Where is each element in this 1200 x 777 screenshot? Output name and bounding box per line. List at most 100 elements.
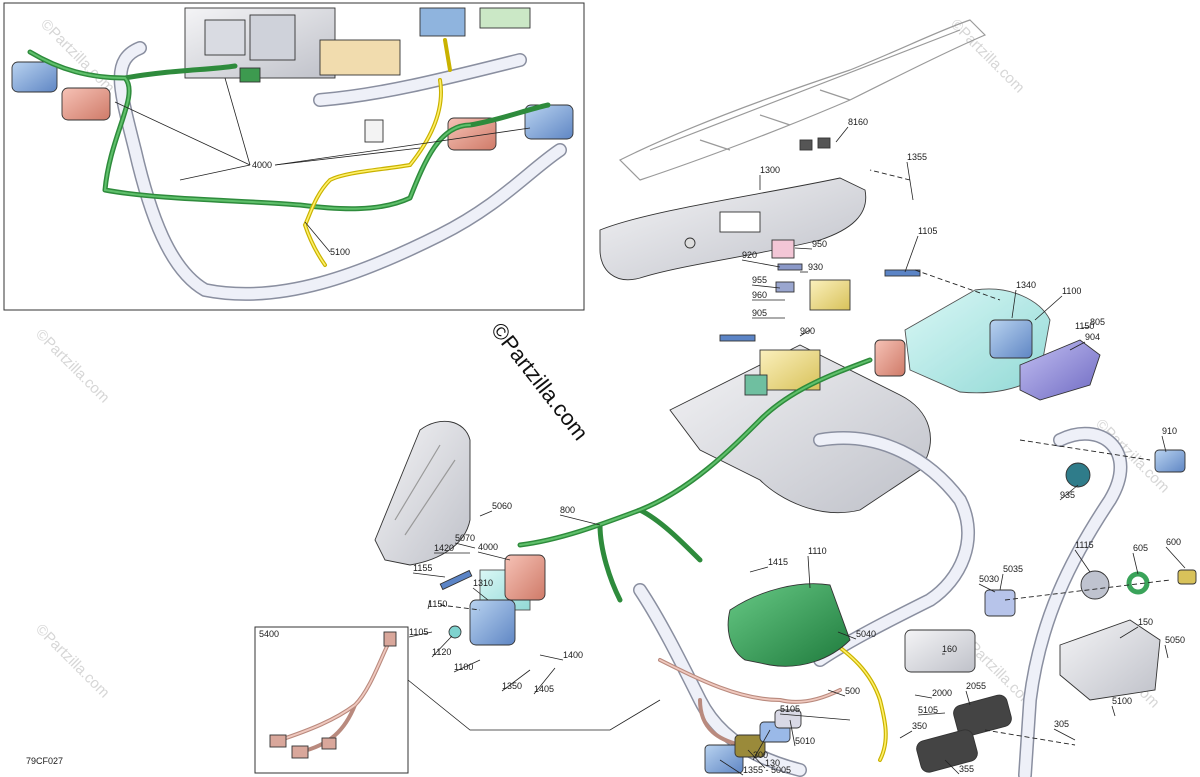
battery-600 xyxy=(727,583,851,667)
callout-1415: 1415 xyxy=(768,557,788,567)
callout-leader xyxy=(1111,705,1116,717)
watermark: ©Partzilla.com xyxy=(32,621,113,702)
callout-5105: 5105 xyxy=(918,705,938,715)
callout-leader xyxy=(1053,728,1076,741)
callout-leader xyxy=(914,694,933,699)
callout-leader xyxy=(1074,549,1091,573)
callout-leader xyxy=(431,635,453,658)
callout-1100: 1100 xyxy=(1062,286,1081,296)
callout-leader xyxy=(837,631,857,640)
callout-1120: 1120 xyxy=(432,647,451,657)
callout-leader xyxy=(408,631,433,638)
callout-leader xyxy=(1034,295,1063,321)
callout-2055: 2055 xyxy=(966,681,986,691)
callout-1310: 1310 xyxy=(473,578,493,588)
callout-leader xyxy=(741,259,781,268)
callout-leader xyxy=(794,247,813,250)
connector-150 xyxy=(984,589,1016,617)
callout-900: 900 xyxy=(800,326,815,336)
relay-950 xyxy=(771,239,795,259)
callout-935: 935 xyxy=(1060,490,1075,500)
callout-leader xyxy=(1081,326,1091,329)
grommet-1405 xyxy=(448,625,462,639)
callout-leader xyxy=(1119,626,1139,639)
inset-frame xyxy=(3,2,585,311)
callout-920: 920 xyxy=(742,250,757,260)
callout-leader xyxy=(807,555,811,589)
watermark: ©Partzilla.com xyxy=(32,326,113,407)
bracket-955 xyxy=(775,281,795,293)
callout-1110: 1110 xyxy=(808,546,827,556)
callout-leader xyxy=(454,542,476,549)
callout-1400: 1400 xyxy=(563,650,583,660)
light-module-left xyxy=(11,61,58,93)
connector-110 xyxy=(704,744,744,774)
module-1100-right xyxy=(989,319,1033,359)
callout-leader xyxy=(1132,552,1139,575)
callout-leader xyxy=(779,713,851,721)
switch-5030 xyxy=(1080,570,1110,600)
callout-605: 605 xyxy=(1133,543,1148,553)
module-1100-left xyxy=(469,599,516,646)
harness-5400-inset: 5400 xyxy=(254,626,661,774)
callout-leader xyxy=(899,730,913,739)
callout-1155: 1155 xyxy=(413,563,432,573)
upper-frame-rail xyxy=(618,19,987,181)
callout-1300: 1300 xyxy=(760,165,780,175)
fuse-box-930 xyxy=(809,279,851,311)
callout-1405: 1405 xyxy=(534,684,554,694)
callout-leader xyxy=(719,759,744,776)
callout-leader xyxy=(749,566,769,573)
callout-905: 905 xyxy=(752,308,767,318)
callout-800: 800 xyxy=(560,505,575,515)
callout-leader xyxy=(472,587,489,601)
callout-leader xyxy=(477,551,511,561)
callout-2000: 2000 xyxy=(932,688,952,698)
callout-930: 930 xyxy=(808,262,823,272)
figure-code: 79CF027 xyxy=(26,756,63,766)
callout-300: 300 xyxy=(753,750,768,760)
callout-leader xyxy=(559,514,601,526)
callout-leader xyxy=(999,573,1004,591)
callout-150: 150 xyxy=(1138,617,1153,627)
callout-leader xyxy=(412,572,446,578)
callout-1420: 1420 xyxy=(434,543,454,553)
callout-leader xyxy=(827,689,846,697)
callout-leader xyxy=(1161,435,1167,453)
callout-1340: 1340 xyxy=(1016,280,1036,290)
callout-600: 600 xyxy=(1166,537,1181,547)
bracket-904 xyxy=(719,334,756,342)
callout-5060: 5060 xyxy=(492,501,512,511)
callout-leader xyxy=(1069,341,1086,351)
headlight-1310 xyxy=(374,420,471,566)
callout-leader xyxy=(752,729,771,761)
module-1150-left xyxy=(504,554,546,601)
callout-leader xyxy=(904,235,919,273)
callout-leader xyxy=(1164,644,1169,659)
callout-leader xyxy=(1165,546,1186,569)
socket-5070 xyxy=(1065,462,1091,488)
callout-1105: 1105 xyxy=(409,627,428,637)
callout-leader xyxy=(453,659,481,673)
callout-leader xyxy=(533,667,556,695)
inset-frame-small xyxy=(254,626,409,774)
callout-leader xyxy=(1059,484,1079,501)
callout-5035: 5035 xyxy=(1003,564,1023,574)
callout-904: 904 xyxy=(1085,332,1100,342)
callout-160: 160 xyxy=(942,644,957,654)
socket-5060 xyxy=(1154,449,1186,473)
callout-5050: 5050 xyxy=(1165,635,1185,645)
callout-leader xyxy=(479,510,493,517)
watermark: ©Partzilla.com xyxy=(947,16,1028,97)
callout-1115: 1115 xyxy=(1075,540,1094,550)
callout-5100: 5100 xyxy=(1112,696,1132,706)
callout-leader xyxy=(978,583,996,593)
callout-leader xyxy=(906,161,914,201)
callout-1355-5005: 1355 - 5005 xyxy=(743,765,791,775)
callout-leader xyxy=(965,690,971,706)
explode-lines xyxy=(439,169,1171,746)
harness-routing-inset: 4000 5100 xyxy=(3,2,585,311)
callout-355: 355 xyxy=(959,764,974,774)
callout-910: 910 xyxy=(1162,426,1177,436)
callout-leader xyxy=(747,749,766,769)
